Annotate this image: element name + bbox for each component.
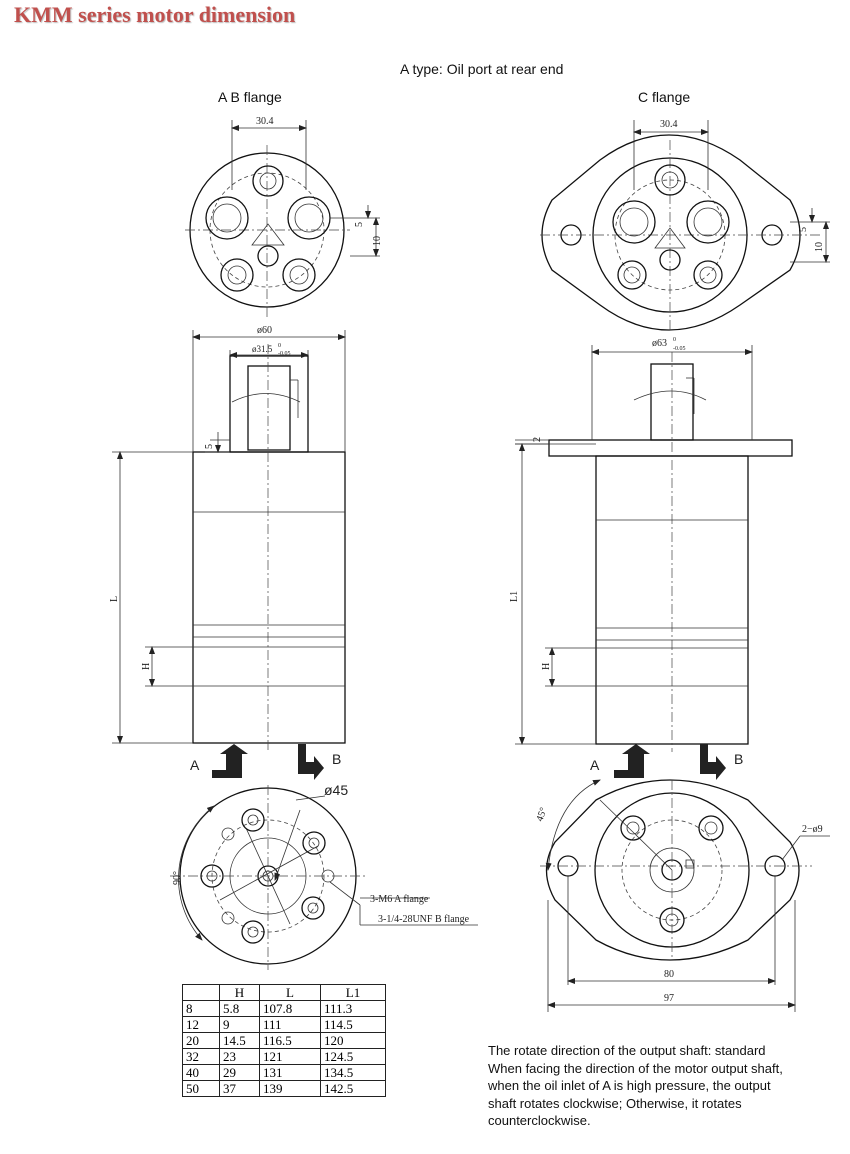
ab-H-dim: H [141,663,152,670]
table-row: 32 23 121 124.5 [182,1048,386,1065]
ab-offset-5-dim: 5 [354,222,365,227]
c-port-spacing-dim: 30.4 [660,119,678,130]
table-cell: 107.8 [259,1000,321,1017]
table-cell: 29 [219,1064,260,1081]
ab-flange-side-view: ø60 ø31.5 0 -0.05 5 L H A B [109,325,346,780]
ab-flange-bottom-view: 90° ø45 3-M6 A flange 3-1/4-28UNF B flan… [170,782,478,970]
ab-dia-31-5-tol-lower: -0.05 [278,351,291,357]
table-cell: 50 [182,1080,220,1097]
c-offset-5-dim: 5 [798,227,809,232]
dimension-table: H L L1 8 5.8 107.8 111.3 12 9 111 114.5 … [182,984,386,1097]
table-row: 12 9 111 114.5 [182,1016,386,1033]
subtitle: A type: Oil port at rear end [400,61,564,77]
table-row: 50 37 139 142.5 [182,1080,386,1097]
table-cell: 5.8 [219,1000,260,1017]
table-cell: 116.5 [259,1032,321,1049]
c-port-a-label: A [590,757,600,773]
ab-port-a-arrow-icon [212,744,248,778]
c-length-L1-dim: L1 [509,591,520,602]
table-cell: 23 [219,1048,260,1065]
c-dia-63-dim: ø63 [652,338,667,349]
c-port-b-label: B [734,751,743,767]
table-header-cell: H [219,984,260,1001]
c-width-97-dim: 97 [664,993,674,1004]
table-row: 40 29 131 134.5 [182,1064,386,1081]
c-offset-10-dim: 10 [814,242,825,252]
ab-flange-top-view: 30.4 5 10 [185,116,383,318]
c-flange-side-view: ø63 0 -0.05 2 L1 H A B [509,337,793,780]
c-flange-top-view: 30.4 5 10 [540,119,830,331]
note-line: shaft rotates clockwise; Otherwise, it r… [488,1095,742,1111]
table-cell: 9 [219,1016,260,1033]
table-cell: 12 [182,1016,220,1033]
table-cell: 142.5 [320,1080,386,1097]
thread-a-label: 3-M6 A flange [370,894,429,905]
ab-bottom-angle-90: 90° [172,871,183,885]
ab-dia-31-5-dim: ø31.5 [252,344,273,354]
note-line: When facing the direction of the motor o… [488,1060,783,1076]
c-flange-label: C flange [638,89,691,105]
ab-flange-5-dim: 5 [204,444,215,449]
table-cell: 111 [259,1016,321,1033]
ab-port-b-label: B [332,751,341,767]
ab-port-a-label: A [190,757,200,773]
note-line: The rotate direction of the output shaft… [488,1043,766,1058]
c-width-80-dim: 80 [664,969,674,980]
c-dia-63-tol-upper: 0 [673,337,676,343]
table-cell: 114.5 [320,1016,386,1033]
ab-port-spacing-dim: 30.4 [256,116,274,127]
ab-dia-45-dim: ø45 [324,782,348,798]
rotation-note: The rotate direction of the output shaft… [488,1042,828,1130]
table-cell: 134.5 [320,1064,386,1081]
page-title: KMM series motor dimension [14,2,296,27]
table-cell: 121 [259,1048,321,1065]
table-cell: 20 [182,1032,220,1049]
table-cell: 120 [320,1032,386,1049]
thread-b-label: 3-1/4-28UNF B flange [378,914,470,925]
table-cell: 32 [182,1048,220,1065]
c-bottom-angle-45: 45° [534,806,549,823]
ab-port-b-arrow-icon [298,744,324,780]
table-cell: 131 [259,1064,321,1081]
table-header-row: H L L1 [182,984,386,1001]
table-cell: 124.5 [320,1048,386,1065]
c-port-a-arrow-icon [614,744,650,778]
table-cell: 14.5 [219,1032,260,1049]
table-header-cell: L1 [320,984,386,1001]
note-line: counterclockwise. [488,1113,591,1128]
table-cell: 8 [182,1000,220,1017]
c-H-dim: H [541,663,552,670]
c-flange-bottom-view: 45° 2−ø9 80 97 [534,779,830,1012]
table-header-cell: L [259,984,321,1001]
ab-dia-31-5-tol-upper: 0 [278,343,281,349]
table-row: 20 14.5 116.5 120 [182,1032,386,1049]
table-row: 8 5.8 107.8 111.3 [182,1000,386,1017]
c-port-b-arrow-icon [700,744,726,780]
ab-flange-label: A B flange [218,89,282,105]
ab-dia-60-dim: ø60 [257,325,272,336]
c-holes-2-9-dim: 2−ø9 [802,824,823,835]
table-cell: 139 [259,1080,321,1097]
ab-length-L-dim: L [109,596,120,602]
note-line: when the oil inlet of A is high pressure… [488,1078,771,1093]
table-cell: 40 [182,1064,220,1081]
table-cell: 111.3 [320,1000,386,1017]
c-dia-63-tol-lower: -0.05 [673,346,686,352]
table-cell: 37 [219,1080,260,1097]
ab-offset-10-dim: 10 [372,236,383,246]
c-flange-2-dim: 2 [532,437,543,442]
table-header-cell [182,984,220,1001]
